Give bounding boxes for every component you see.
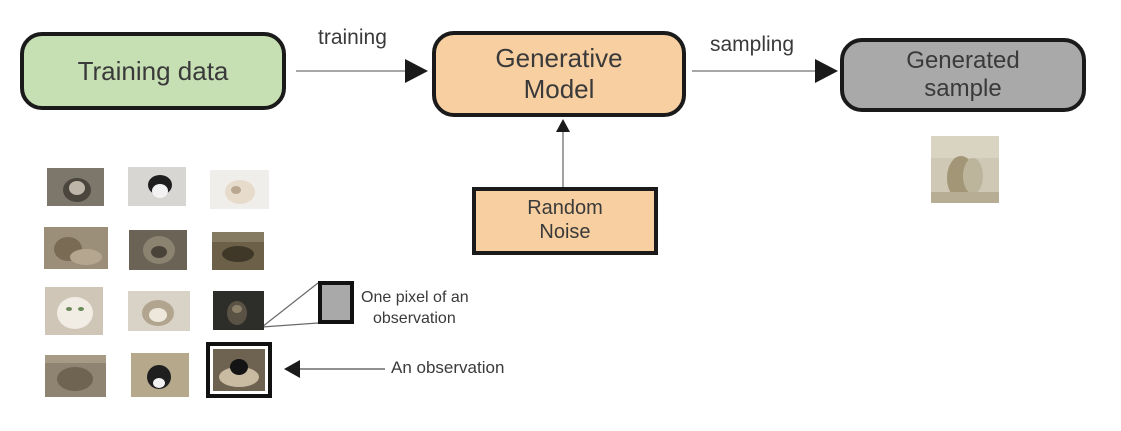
cat-image [128, 167, 186, 206]
generative-model-label-line1: Generative [495, 43, 623, 74]
training-data-label: Training data [77, 55, 229, 86]
generated-sample-label-line1: Generated [906, 46, 1020, 74]
noise-arrow [556, 119, 570, 187]
cat-image [131, 353, 189, 397]
generative-model-node: Generative Model [432, 31, 686, 117]
pixel-swatch [318, 281, 354, 324]
training-data-node: Training data [20, 32, 286, 110]
generated-sample-node: Generated sample [840, 38, 1086, 112]
sampling-arrow [692, 59, 838, 83]
pixel-annotation-line2: observation [373, 310, 456, 327]
cat-image [44, 227, 108, 269]
random-noise-label-line2: Noise [539, 221, 591, 243]
generative-model-label-line2: Model [523, 74, 595, 104]
observation-image [213, 349, 265, 391]
pixel-annotation-line1: One pixel of an [361, 289, 469, 306]
pixel-annotation: One pixel of an observation [361, 287, 469, 329]
observation-highlight [206, 342, 272, 398]
random-noise-label-line1: Random [527, 197, 603, 220]
cat-image [129, 230, 187, 270]
cat-image [212, 232, 264, 270]
observation-small [213, 291, 264, 330]
cat-image [128, 291, 190, 331]
observation-arrow [284, 360, 385, 378]
generated-sample-label-line2: sample [924, 75, 1002, 102]
cat-image [47, 168, 104, 206]
observation-annotation: An observation [391, 358, 505, 377]
training-edge-label: training [318, 26, 387, 49]
cat-image [210, 170, 269, 209]
cat-image [45, 355, 106, 397]
cat-image [45, 287, 103, 335]
sampling-edge-label: sampling [710, 33, 795, 56]
random-noise-node: Random Noise [472, 187, 658, 255]
pixel-zoom-lines [261, 282, 319, 328]
training-arrow [296, 59, 428, 83]
generated-sample-image [931, 136, 999, 203]
